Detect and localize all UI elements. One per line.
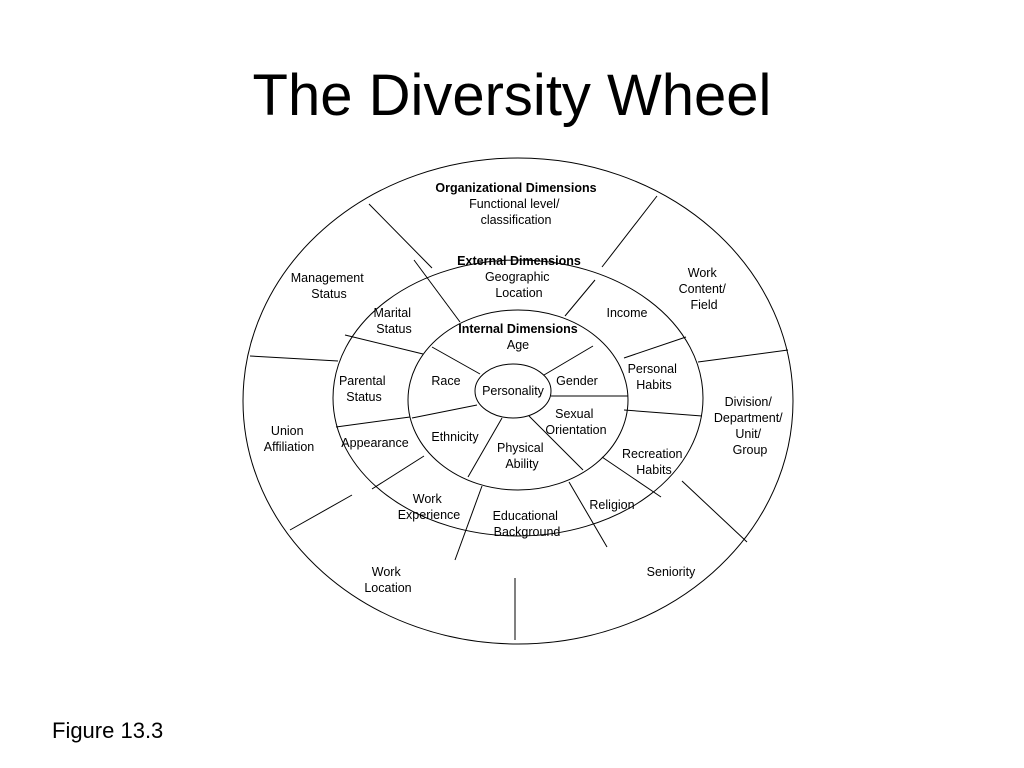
marital-status-label: Marital Status <box>374 306 415 336</box>
appearance-label: Appearance <box>341 436 408 450</box>
org-divider <box>697 349 789 363</box>
slide-title: The Diversity Wheel <box>252 63 772 128</box>
middle-ring <box>332 259 704 537</box>
ext-divider <box>623 409 703 417</box>
personality-label: Personality <box>482 384 545 398</box>
ext-divider <box>335 416 411 428</box>
ext-divider <box>454 485 483 561</box>
work-content-label: Work Content/ Field <box>679 266 730 312</box>
age-label: Age <box>507 338 529 352</box>
outer-ring <box>242 157 794 645</box>
ext-divider <box>344 334 424 355</box>
gender-label: Gender <box>556 374 598 388</box>
internal-dimensions-heading: Internal Dimensions <box>458 322 578 336</box>
ext-divider <box>623 336 687 359</box>
work-experience-label: Work Experience <box>398 492 461 522</box>
ext-divider <box>371 455 425 490</box>
organizational-dimensions-heading: Organizational Dimensions <box>435 181 596 195</box>
parental-status-label: Parental Status <box>339 374 389 404</box>
division-label: Division/ Department/ Unit/ Group <box>714 395 786 457</box>
ext-divider <box>568 481 608 548</box>
physical-ability-label: Physical Ability <box>497 441 547 471</box>
recreation-habits-label: Recreation Habits <box>622 447 686 477</box>
geographic-location-label: Geographic Location <box>485 270 553 300</box>
figure-caption: Figure 13.3 <box>52 718 164 743</box>
ext-divider <box>413 259 461 323</box>
org-divider <box>249 355 339 362</box>
union-affiliation-label: Union Affiliation <box>264 424 315 454</box>
external-dimensions-heading: External Dimensions <box>457 254 581 268</box>
race-label: Race <box>431 374 460 388</box>
int-divider <box>431 346 481 375</box>
center-ring <box>474 363 552 419</box>
religion-label: Religion <box>589 498 634 512</box>
sexual-orientation-label: Sexual Orientation <box>545 407 606 437</box>
management-status-label: Management Status <box>291 271 367 301</box>
ethnicity-label: Ethnicity <box>431 430 479 444</box>
personal-habits-label: Personal Habits <box>628 362 681 392</box>
ext-divider <box>564 279 596 317</box>
work-location-label: Work Location <box>364 565 411 595</box>
seniority-label: Seniority <box>647 565 696 579</box>
educational-background-label: Educational Background <box>493 509 562 539</box>
org-divider <box>289 494 353 531</box>
org-divider <box>368 203 433 269</box>
int-divider <box>528 415 584 471</box>
inner-ring <box>407 309 629 491</box>
ext-divider <box>601 456 662 498</box>
org-divider <box>681 480 748 543</box>
functional-level-label: Functional level/ classification <box>469 197 563 227</box>
int-divider <box>543 345 594 376</box>
income-label: Income <box>607 306 648 320</box>
int-divider <box>411 404 478 419</box>
org-divider <box>601 195 658 268</box>
int-divider <box>467 417 503 478</box>
